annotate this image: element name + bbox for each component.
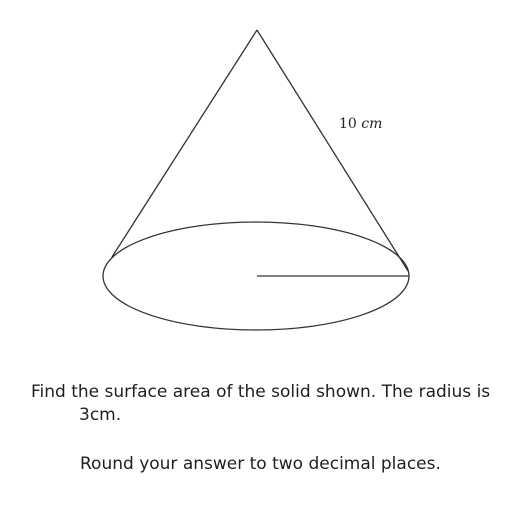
cone-left-edge [111, 29, 258, 258]
slant-height-label: 10 cm [339, 116, 382, 132]
question-line-1: Find the surface area of the solid shown… [31, 382, 491, 402]
cone-diagram: 10 cm [102, 29, 410, 331]
slant-height-value: 10 [339, 116, 357, 132]
cone-right-edge [256, 29, 409, 272]
question-line-2: 3cm. [79, 405, 122, 425]
rounding-instruction: Round your answer to two decimal places. [80, 454, 441, 474]
slant-height-unit: cm [361, 116, 382, 132]
